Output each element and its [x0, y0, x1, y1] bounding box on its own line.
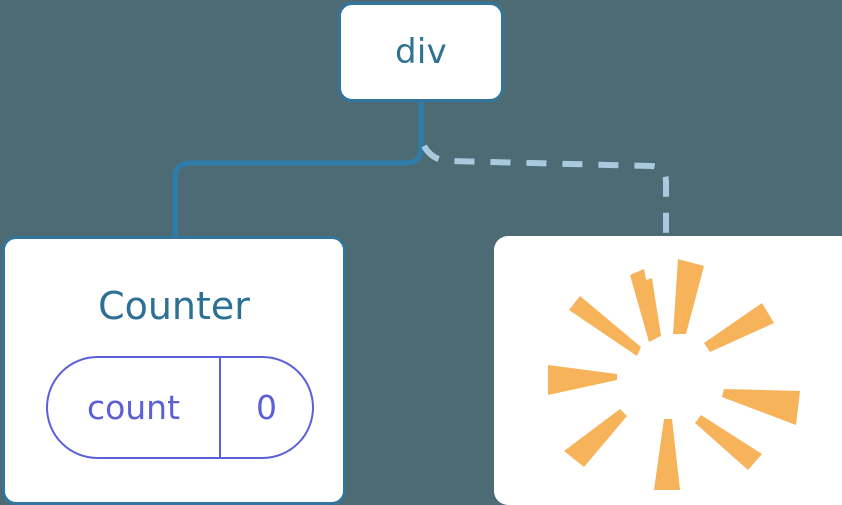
node-div-label: div — [394, 32, 448, 72]
state-pill-count[interactable]: count 0 — [46, 356, 314, 459]
sparkle-ray-7 — [564, 409, 627, 467]
sparkle-ray-10 — [640, 278, 661, 339]
connector-solid-div-to-counter — [172, 102, 424, 237]
connector-dashed-div-to-sparkle — [421, 144, 669, 237]
sparkle-ray-3 — [704, 303, 774, 352]
node-counter-title: Counter — [98, 284, 250, 328]
sparkle-ray-4 — [569, 296, 641, 356]
node-sparkle[interactable] — [494, 236, 842, 505]
node-div[interactable]: div — [338, 2, 504, 102]
sparkle-burst-icon — [548, 259, 800, 490]
state-pill-value-cell: 0 — [221, 358, 312, 457]
sparkle-ray-5 — [548, 365, 617, 395]
sparkle-ray-8 — [695, 415, 762, 470]
sparkle-ray-1 — [673, 259, 704, 334]
node-counter[interactable]: Counter count 0 — [2, 236, 346, 505]
sparkle-ray-9 — [654, 419, 680, 490]
sparkle-ray-2 — [630, 269, 657, 342]
state-pill-key-cell: count — [48, 358, 221, 457]
state-pill-value-label: 0 — [256, 388, 277, 427]
sparkle-ray-6 — [722, 389, 800, 425]
state-pill-key-label: count — [86, 388, 181, 427]
